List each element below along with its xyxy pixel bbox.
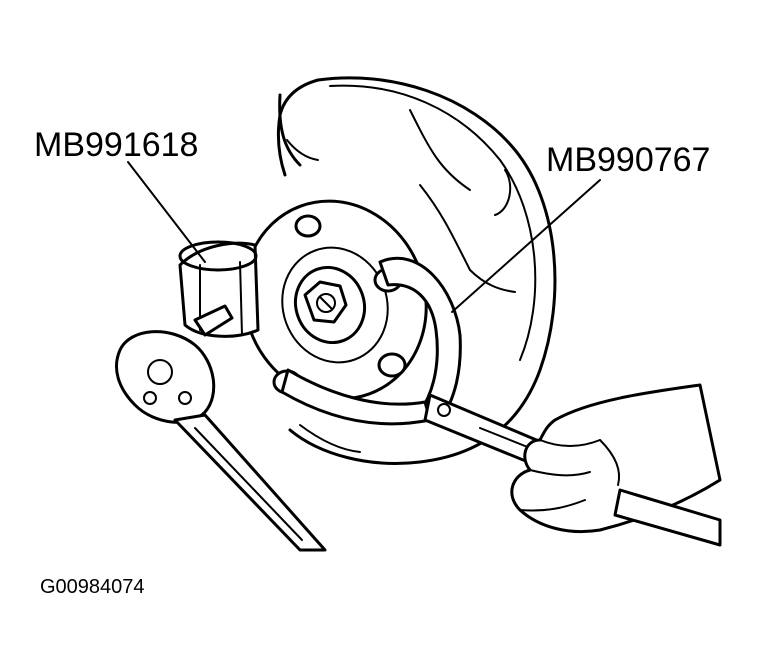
tool-label-mb991618: MB991618 [34,126,199,164]
leader-line-left [127,161,206,263]
ratchet-handle [115,330,327,552]
leader-line-right [451,179,601,313]
hand [510,383,722,547]
tool-label-mb990767: MB990767 [546,141,711,179]
brake-disc [276,76,557,465]
figure-id: G00984074 [40,576,145,598]
socket-tool [178,240,260,338]
hub-flange [242,199,428,401]
